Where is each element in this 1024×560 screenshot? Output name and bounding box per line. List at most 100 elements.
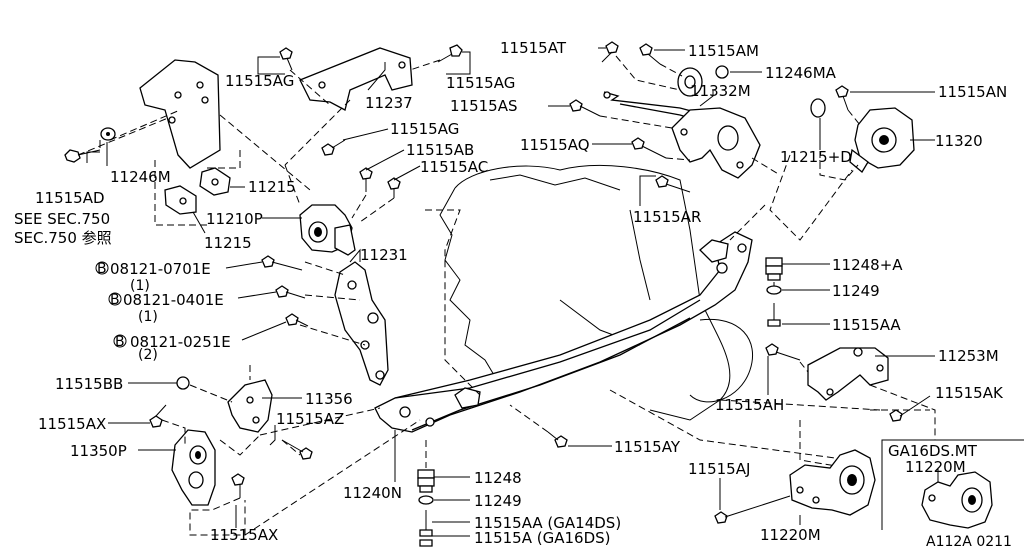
label-11210P: 11210P xyxy=(206,210,263,228)
bolt-11515AX-lower xyxy=(231,473,245,498)
label-11515AH: 11515AH xyxy=(715,396,784,414)
label-08121-0401E: 08121-0401E xyxy=(123,291,224,309)
label-11515A: 11515A (GA16DS) xyxy=(474,529,611,547)
bolt-08121-0401E xyxy=(275,285,306,299)
bolt-11515AA-lower xyxy=(419,510,433,547)
bolt-marker-letter: B xyxy=(110,292,120,308)
label-11515AX-b: 11515AX xyxy=(210,526,278,544)
label-11515AD: 11515AD xyxy=(35,189,105,207)
label-11515AX-a: 11515AX xyxy=(38,415,106,433)
dashed-guides-upper-right xyxy=(599,55,861,241)
label-11515AG-c: 11515AG xyxy=(390,120,459,138)
washer-11249-right xyxy=(766,285,782,295)
bolt-11515AM xyxy=(639,43,661,65)
part-labels: 11515AG 11515AG 11515AG 11237 11515AT 11… xyxy=(14,39,1012,550)
bolt-11515AZ xyxy=(281,439,313,460)
bolt-11515AQ xyxy=(631,137,667,159)
bolt-marker-circle xyxy=(95,261,109,275)
label-11249-a: 11249 xyxy=(832,282,880,300)
label-11220M-b: 11220M xyxy=(760,526,821,544)
label-11237: 11237 xyxy=(365,94,413,112)
label-11215-b: 11215 xyxy=(204,234,252,252)
dashed-guides-bottom-center xyxy=(425,404,549,468)
center-member-11240N xyxy=(374,231,753,433)
bolt-11515AT xyxy=(601,41,619,63)
label-11253M: 11253M xyxy=(938,347,999,365)
washer-11215D xyxy=(810,98,826,118)
label-08121-0701E-qty: (1) xyxy=(130,278,150,294)
bolt-11515AC xyxy=(387,177,401,198)
bolt-08121-0251E xyxy=(285,313,309,327)
label-11515AJ: 11515AJ xyxy=(688,460,750,478)
label-11515AA-a: 11515AA xyxy=(832,316,901,334)
label-11515AM: 11515AM xyxy=(688,42,759,60)
bolt-11515AR xyxy=(655,175,691,193)
bolt-11515AX-upper xyxy=(149,404,167,428)
insulator-11220M xyxy=(789,449,876,516)
label-11215D: 11215+D xyxy=(780,148,852,166)
bolt-marker-circle xyxy=(113,334,127,348)
washer-11249-lower xyxy=(418,495,434,505)
insulator-11320 xyxy=(849,107,915,173)
label-11215-a: 11215 xyxy=(248,178,296,196)
label-11515AA-b: 11515AA (GA14DS) xyxy=(474,514,621,532)
label-11515AN: 11515AN xyxy=(938,83,1007,101)
label-11515BB: 11515BB xyxy=(55,375,123,393)
label-see-sec-750: SEE SEC.750 xyxy=(14,210,110,228)
label-11515AK: 11515AK xyxy=(935,384,1004,402)
figure-code: A112A 0211 xyxy=(926,534,1012,550)
label-11350P: 11350P xyxy=(70,442,127,460)
bolt-11515AJ xyxy=(714,495,791,524)
bracket-11237 xyxy=(299,47,413,111)
label-11248: 11248 xyxy=(474,469,522,487)
label-11515AZ: 11515AZ xyxy=(276,410,344,428)
bolt-11515AG-mid xyxy=(321,139,346,156)
bolt-11515AK xyxy=(889,409,903,422)
rubber-stopper-11248A xyxy=(765,257,783,281)
label-sec-750-ref: SEC.750 参照 xyxy=(14,229,112,247)
label-11320: 11320 xyxy=(935,132,983,150)
bolt-callout-08121-0401E: B 08121-0401E (1) xyxy=(108,291,224,325)
bolt-08121-0701E xyxy=(261,255,303,271)
bolt-marker-circle xyxy=(108,292,122,306)
label-11515AG-a: 11515AG xyxy=(225,72,294,90)
dashed-guides-11237 xyxy=(284,59,441,206)
bracket-11231 xyxy=(334,261,389,386)
bracket-11332M xyxy=(671,107,761,179)
insulator-11220M-ga16ds xyxy=(921,471,993,529)
bolt-11515AY xyxy=(547,431,568,448)
label-11515AY: 11515AY xyxy=(614,438,681,456)
washer-11246M xyxy=(100,127,116,141)
label-11515AR: 11515AR xyxy=(633,208,701,226)
dashed-guides-upper-left xyxy=(77,109,311,226)
label-08121-0401E-qty: (1) xyxy=(138,309,158,325)
label-11220M-a: 11220M xyxy=(905,458,966,476)
label-11515AG-b: 11515AG xyxy=(446,74,515,92)
label-ga16ds-mt: GA16DS.MT xyxy=(888,442,978,460)
dashed-guides-right-mid xyxy=(609,282,936,471)
bolt-marker-letter: B xyxy=(115,334,125,350)
label-11356: 11356 xyxy=(305,390,353,408)
label-11240N: 11240N xyxy=(343,484,402,502)
label-11231: 11231 xyxy=(360,246,408,264)
label-08121-0251E: 08121-0251E xyxy=(130,333,231,351)
bolt-callout-08121-0701E: B 08121-0701E (1) xyxy=(95,260,211,294)
bracket-11253M xyxy=(807,347,889,401)
bolt-11515BB xyxy=(176,376,190,390)
label-11515AQ: 11515AQ xyxy=(520,136,590,154)
bolt-11515AA-right xyxy=(767,303,781,327)
bushing-11246MA xyxy=(677,65,729,97)
label-11515AS: 11515AS xyxy=(450,97,518,115)
label-11246M: 11246M xyxy=(110,168,171,186)
rubber-stopper-11248 xyxy=(417,469,435,493)
insulator-11350P xyxy=(171,429,216,506)
bolt-callout-08121-0251E: B 08121-0251E (2) xyxy=(113,333,231,363)
label-11515AC: 11515AC xyxy=(420,158,488,176)
bolt-11515AB xyxy=(359,167,373,192)
engine-block-outline xyxy=(439,164,754,421)
bolt-11515AH xyxy=(765,343,801,361)
label-08121-0701E: 08121-0701E xyxy=(110,260,211,278)
leader-lines xyxy=(86,47,939,537)
box-ga16ds-mt xyxy=(881,439,1024,530)
